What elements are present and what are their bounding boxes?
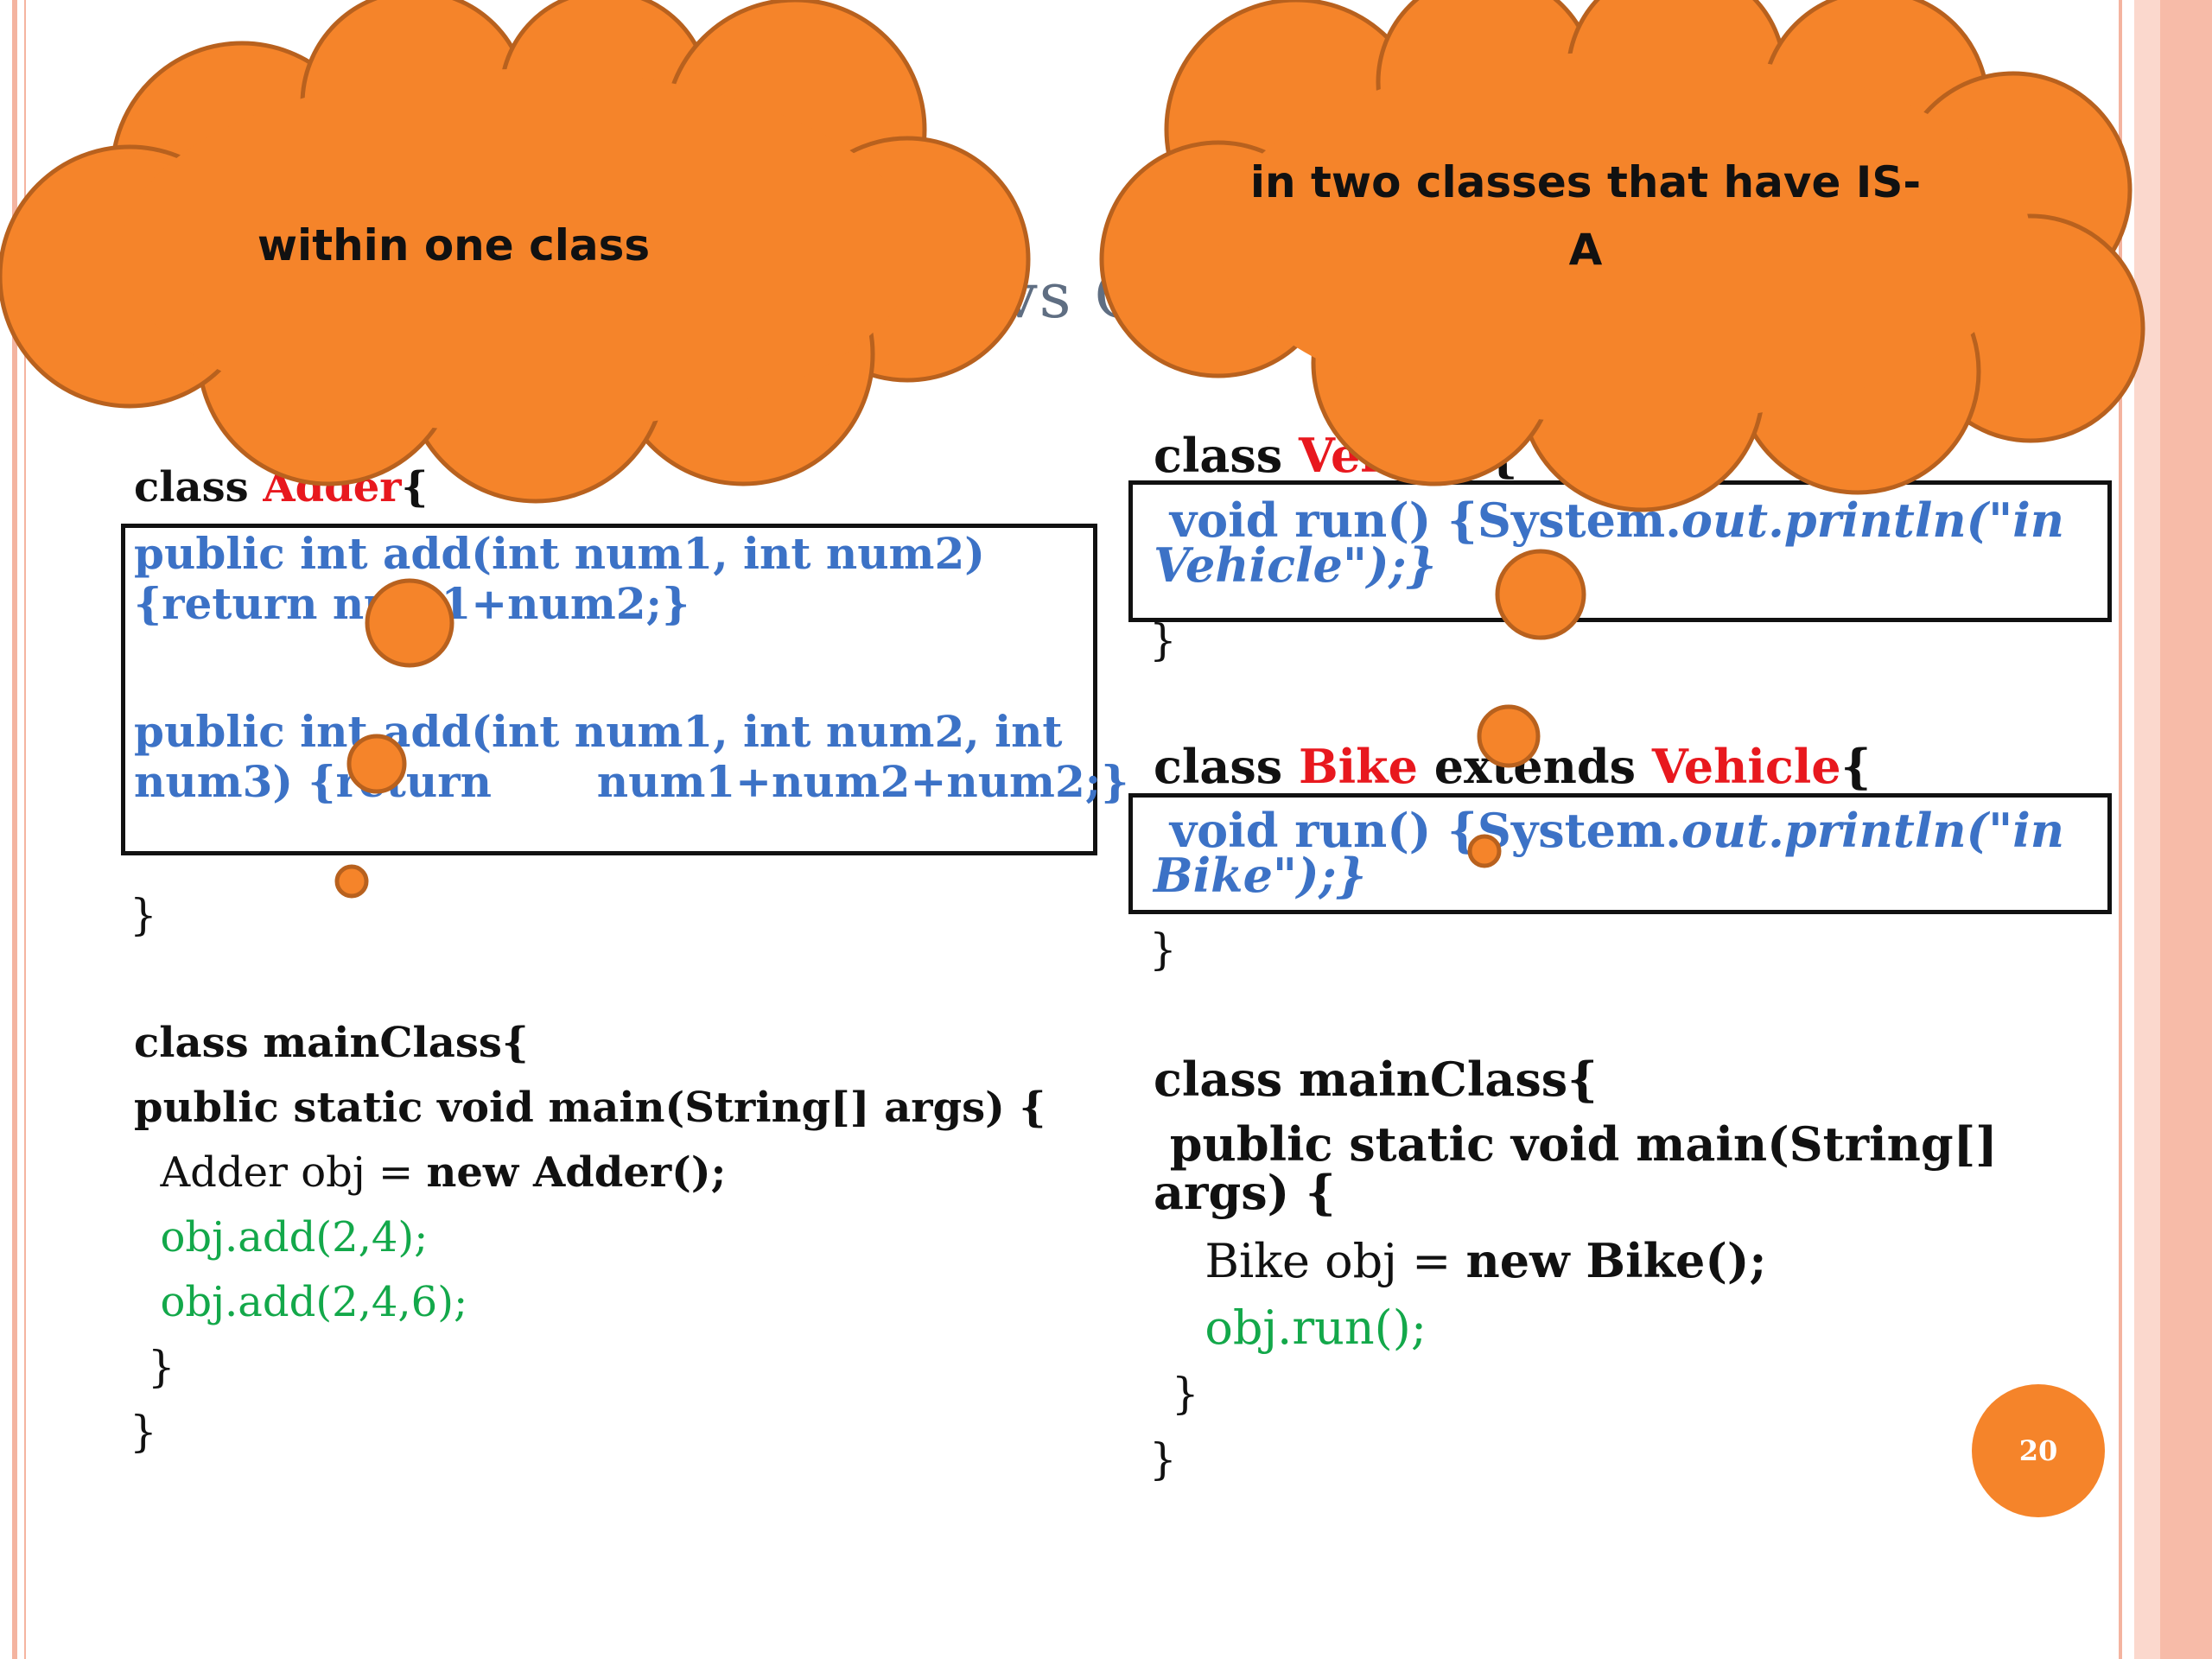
bike-class-header: class Bike extends Vehicle{ [1154,739,1872,794]
left-cloud-callout [0,0,1031,504]
left-border-line [24,0,26,1659]
left-border-stripe [12,0,17,1659]
left-thought-bubble-large [365,578,454,668]
right-thought-bubble-medium [1477,704,1541,768]
right-class-close-brace: } [1149,1434,1177,1484]
right-cloud-callout [1099,0,2145,512]
page-number-badge: 20 [1972,1384,2105,1517]
left-main-signature: public static void main(String[] args) { [134,1084,1046,1132]
right-border-stripe [2160,0,2212,1659]
right-thought-bubble-small [1467,834,1502,868]
bike-object-declaration: Bike obj = new Bike(); [1175,1233,1767,1288]
left-main-close-brace: } [134,1342,175,1392]
add-call-3-args: obj.add(2,4,6); [134,1278,468,1326]
adder-object-declaration: Adder obj = new Adder(); [134,1148,727,1197]
right-border-line [2119,0,2122,1659]
right-main-signature: public static void main(String[]args) { [1154,1116,1998,1220]
run-call: obj.run(); [1175,1300,1427,1355]
right-main-close-brace: } [1158,1369,1199,1419]
left-thought-bubble-medium [346,734,407,794]
right-main-class-header: class mainClass{ [1154,1052,1598,1107]
bike-run-box [1128,793,2112,914]
vehicle-close-brace: } [1149,615,1177,665]
left-cloud-text: within one class [257,220,651,270]
left-class-close-brace: } [130,1407,157,1457]
bike-close-brace: } [1149,925,1177,975]
right-cloud-text: in two classes that have IS-A [1249,157,1922,275]
left-thought-bubble-small [334,864,369,899]
right-thought-bubble-large [1495,549,1586,640]
left-main-class-header: class mainClass{ [134,1019,529,1067]
adder-methods-box [121,524,1097,855]
add-call-2-args: obj.add(2,4); [134,1213,429,1262]
adder-close-brace: } [130,890,157,940]
